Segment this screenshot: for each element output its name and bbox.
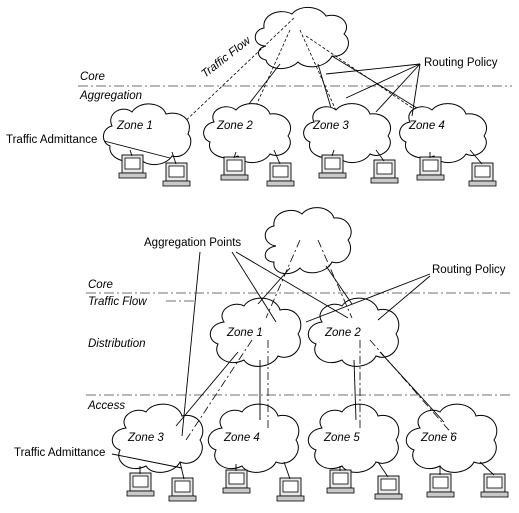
top-traffic-admittance-pointer [103,140,171,159]
bottom-zone-2-cloud [307,297,400,367]
bottom-zone-5-label: Zone 5 [323,432,360,444]
bottom-distribution-layer-label: Distribution [88,338,146,350]
top-zone-2-label: Zone 2 [216,120,253,132]
bottom-distribution-access-links [175,339,455,441]
top-traffic-admittance-label: Traffic Admittance [6,134,97,146]
top-routing-policy-label: Routing Policy [424,57,498,69]
top-host-links [129,149,483,165]
bottom-host-links [139,461,495,480]
top-zone-3-label: Zone 3 [312,120,349,132]
top-zone-4-cloud [399,103,488,163]
bottom-core-layer-label: Core [88,279,113,291]
top-diagram: Zone 1 Zone 2 Zone 3 Zone 4 Core Aggrega… [6,7,512,187]
top-zone-4-label: Zone 4 [408,120,445,132]
top-zone-3-cloud [303,103,392,163]
top-zone-1-cloud [103,103,192,165]
top-traffic-flow-label: Traffic Flow [199,34,253,80]
top-core-cloud [254,7,349,69]
top-zone-2-cloud [203,103,292,163]
bottom-zone-2-label: Zone 2 [324,327,361,339]
bottom-zone-4-label: Zone 4 [223,432,260,444]
bottom-traffic-admittance-label: Traffic Admittance [14,447,105,459]
bottom-zone-5-cloud [307,403,400,473]
bottom-traffic-flow-label: Traffic Flow [88,296,147,308]
aggregation-points-label: Aggregation Points [144,237,241,249]
top-core-layer-label: Core [80,71,105,83]
bottom-zone-1-label: Zone 1 [226,327,263,339]
top-workstation-icons [118,154,497,187]
bottom-zone-6-label: Zone 6 [420,432,457,444]
bottom-workstation-icons [126,469,509,502]
bottom-zone-6-cloud [405,403,498,473]
top-zone-1-label: Zone 1 [116,120,153,132]
bottom-diagram: Zone 1 Zone 2 Zone 3 Zone 4 Zone 5 Zone … [14,207,512,502]
aggregation-points-pointers [181,251,349,437]
bottom-zone-3-label: Zone 3 [127,432,164,444]
bottom-zone-1-cloud [209,297,302,367]
bottom-traffic-admittance-pointer [111,453,183,469]
bottom-routing-policy-pointers [305,273,431,323]
top-routing-policy-pointers [325,63,421,117]
bottom-core-cloud [264,207,352,275]
top-aggregation-layer-label: Aggregation [79,90,142,102]
bottom-core-distribution-links [257,239,353,319]
bottom-routing-policy-label: Routing Policy [432,264,506,276]
bottom-zone-4-cloud [207,403,300,473]
bottom-access-layer-label: Access [87,400,125,412]
